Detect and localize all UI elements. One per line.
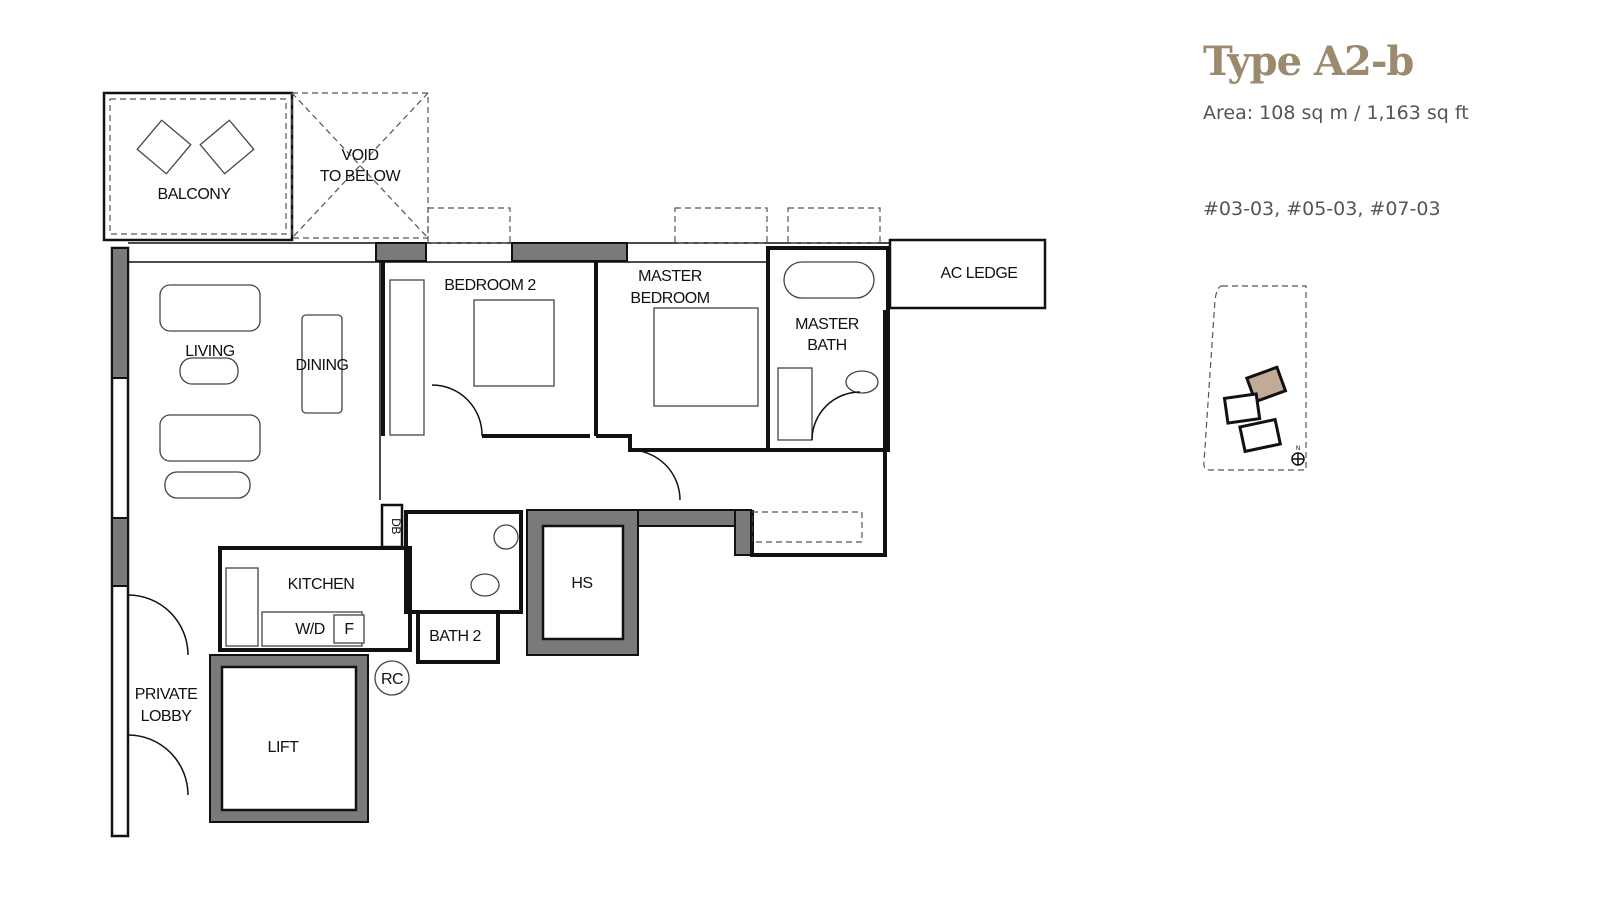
master-bedroom-south-wall [596, 434, 768, 452]
master-bath-walls [766, 246, 890, 452]
kitchen-walls [218, 546, 412, 652]
sofa-icon [159, 284, 261, 332]
label-private: PRIVATE [135, 686, 198, 703]
label-fridge: F [344, 621, 354, 638]
label-db: DB [389, 518, 403, 534]
north-windows [427, 207, 881, 244]
balcony-outline [102, 91, 294, 242]
ottoman-icon [164, 471, 251, 499]
ac-ledge-outline [888, 238, 1047, 310]
label-bedroom2: BEDROOM 2 [444, 277, 536, 294]
label-master-bath-2: BATH [807, 337, 846, 354]
label-lobby: LOBBY [141, 708, 193, 725]
label-hs: HS [571, 575, 592, 592]
key-plan: N [1203, 285, 1307, 471]
label-dining: DINING [296, 357, 349, 374]
toilet-icon [845, 370, 879, 394]
unit-type-title: Type A2-b [1203, 38, 1414, 85]
wardrobe-icon [389, 279, 425, 436]
master-bed-icon [653, 307, 759, 407]
door-swing [431, 384, 483, 437]
door-swing [127, 594, 189, 656]
unit-area: Area: 108 sq m / 1,163 sq ft [1203, 102, 1469, 124]
dining-table-icon [301, 314, 343, 414]
vanity-icon [777, 367, 813, 441]
bed-icon [473, 299, 555, 387]
unit-numbers: #03-03, #05-03, #07-03 [1203, 198, 1441, 220]
label-bath2: BATH 2 [429, 628, 481, 645]
coffee-table-icon [179, 357, 239, 385]
wall-column [511, 242, 628, 262]
label-kitchen: KITCHEN [288, 576, 355, 593]
label-wd: W/D [295, 621, 325, 638]
lift-interior [220, 665, 358, 812]
void-to-below [291, 92, 429, 239]
balcony-inner [109, 98, 287, 235]
door-swing [629, 449, 681, 501]
label-master: MASTER [638, 268, 702, 285]
bath2-walls [416, 610, 500, 664]
hs-interior [541, 524, 625, 641]
label-rc: RC [381, 671, 403, 688]
toilet-icon [470, 573, 500, 597]
label-lift: LIFT [268, 739, 300, 756]
shoe-cabinet [751, 511, 863, 543]
label-living: LIVING [185, 343, 235, 360]
wall-column [375, 242, 427, 262]
label-to-below: TO BELOW [320, 168, 402, 185]
kitchen-counter [225, 567, 259, 647]
label-ac-ledge: AC LEDGE [941, 265, 1018, 282]
wall-solid [734, 509, 752, 556]
label-balcony: BALCONY [158, 186, 232, 203]
basin-icon [493, 524, 519, 550]
door-swing [127, 734, 189, 796]
balcony-chairs-icon [136, 119, 255, 175]
label-master-bath-1: MASTER [795, 316, 859, 333]
label-void: VOID [341, 147, 378, 164]
fridge-icon [333, 614, 365, 644]
north-label: N [1296, 446, 1300, 452]
bathtub-icon [783, 261, 875, 299]
rc-circle [374, 660, 410, 696]
west-wall-solid [111, 517, 129, 587]
label-bedroom: BEDROOM [630, 290, 709, 307]
west-wall-solid [111, 247, 129, 379]
sofa-icon [159, 414, 261, 462]
door-swing [811, 391, 861, 441]
